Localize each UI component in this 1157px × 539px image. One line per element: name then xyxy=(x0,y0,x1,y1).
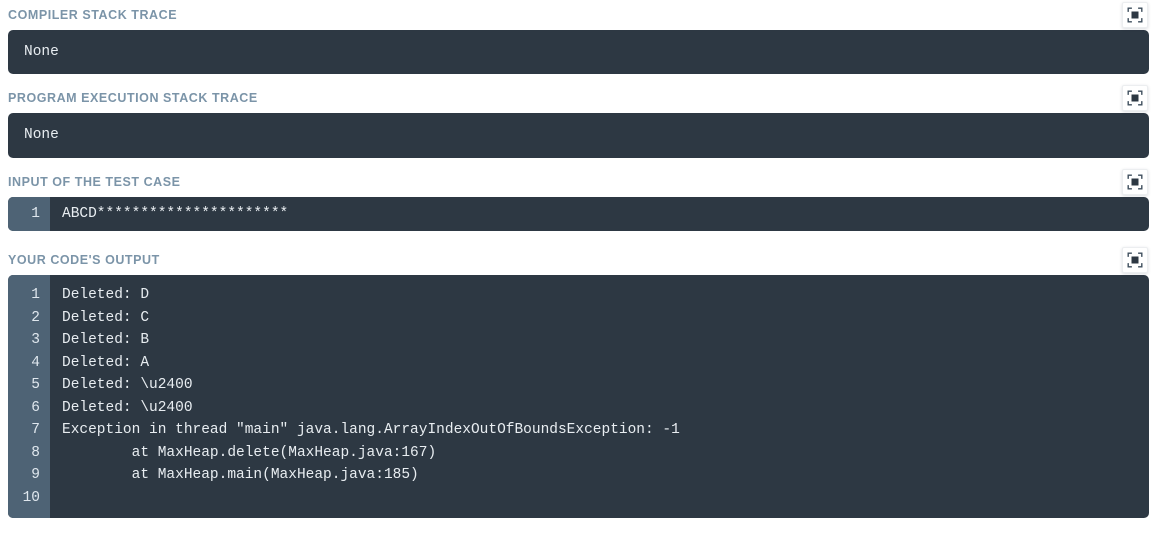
fullscreen-expand-icon-button-program-execution-stack-trace[interactable] xyxy=(1122,85,1148,112)
code-line: 4 xyxy=(31,354,40,371)
code-line: Exception in thread "main" java.lang.Arr… xyxy=(62,422,680,439)
input-of-the-test-case-code-block: 1 ABCD********************** xyxy=(8,196,1149,232)
section-title: YOUR CODE'S OUTPUT xyxy=(8,253,160,268)
code-line: ABCD********************** xyxy=(62,205,289,222)
fullscreen-expand-icon xyxy=(1127,7,1143,23)
code-line: Deleted: C xyxy=(62,309,150,326)
code-line: 10 xyxy=(22,489,40,506)
code-line: 2 xyxy=(31,309,40,326)
code-line: Deleted: B xyxy=(62,332,150,349)
fullscreen-expand-icon-button-input-of-the-test-case[interactable] xyxy=(1122,168,1148,195)
code-line: at MaxHeap.main(MaxHeap.java:185) xyxy=(62,467,419,484)
spacer xyxy=(8,158,1149,167)
code-line: 1 xyxy=(31,205,40,222)
code-line: 1 xyxy=(31,287,40,304)
program-execution-stack-trace-output: None xyxy=(8,113,1149,158)
input-code-content[interactable]: ABCD********************** xyxy=(50,197,1149,232)
section-header-your-codes-output: YOUR CODE'S OUTPUT xyxy=(8,245,1149,275)
compiler-stack-trace-text: None xyxy=(24,44,59,60)
section-title: COMPILER STACK TRACE xyxy=(8,7,178,22)
compiler-stack-trace-output: None xyxy=(8,30,1149,75)
code-line: 9 xyxy=(31,467,40,484)
section-header-compiler-stack-trace: COMPILER STACK TRACE xyxy=(8,0,1149,30)
section-header-program-execution-stack-trace: PROGRAM EXECUTION STACK TRACE xyxy=(8,83,1149,113)
output-code-content[interactable]: Deleted: D Deleted: C Deleted: B Deleted: A… xyxy=(50,275,1149,518)
code-line: 3 xyxy=(31,332,40,349)
code-line: Deleted: A xyxy=(62,354,150,371)
code-line: 5 xyxy=(31,377,40,394)
fullscreen-expand-icon-button-your-codes-output[interactable] xyxy=(1122,247,1148,274)
fullscreen-expand-icon xyxy=(1127,252,1143,268)
spacer xyxy=(8,74,1149,83)
section-header-input-of-the-test-case: INPUT OF THE TEST CASE xyxy=(8,167,1149,197)
code-line: at MaxHeap.delete(MaxHeap.java:167) xyxy=(62,444,437,461)
code-line: 7 xyxy=(31,422,40,439)
fullscreen-expand-icon xyxy=(1127,174,1143,190)
code-line: Deleted: \u2400 xyxy=(62,399,193,416)
fullscreen-expand-icon xyxy=(1127,90,1143,106)
line-number-gutter: 1 2 3 4 5 6 7 8 9 10 xyxy=(8,275,50,519)
code-line: Deleted: D xyxy=(62,287,150,304)
program-execution-stack-trace-text: None xyxy=(24,127,59,144)
section-title: PROGRAM EXECUTION STACK TRACE xyxy=(8,91,258,106)
section-title: INPUT OF THE TEST CASE xyxy=(8,174,181,189)
spacer xyxy=(8,231,1149,245)
code-line: 8 xyxy=(31,444,40,461)
line-number-gutter: 1 xyxy=(8,196,50,232)
code-line xyxy=(62,487,1149,510)
fullscreen-expand-icon-button-compiler-stack-trace[interactable] xyxy=(1122,2,1148,28)
code-line: 6 xyxy=(31,399,40,416)
code-line: Deleted: \u2400 xyxy=(62,377,193,394)
